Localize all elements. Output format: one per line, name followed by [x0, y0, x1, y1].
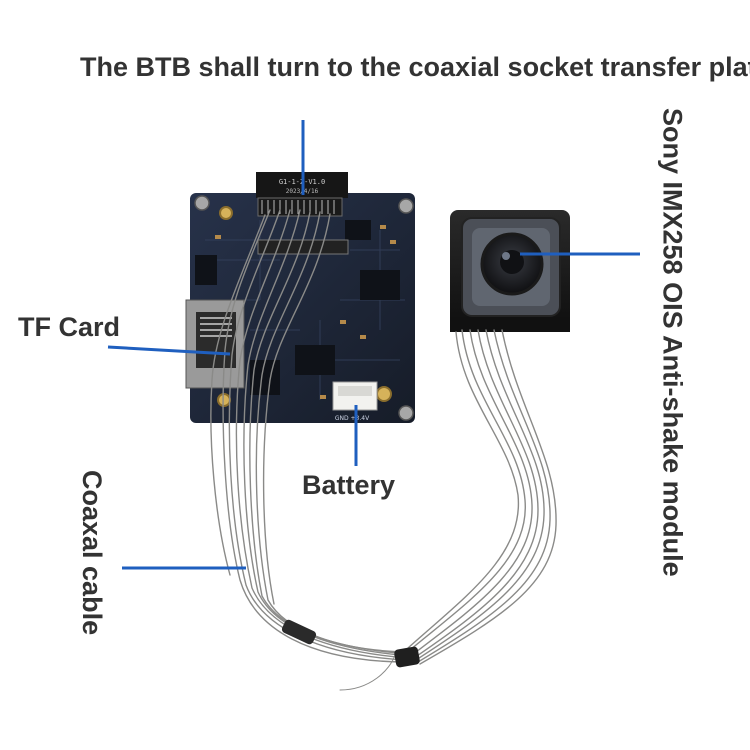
battery-pad-silkscreen: GND +3.4V [335, 415, 370, 422]
battery-annotation: Battery [302, 470, 396, 500]
tf-card-annotation: TF Card [18, 312, 121, 342]
annotation-leaders [107, 120, 640, 570]
coaxial-cable-annotation: Coaxal cable [77, 470, 108, 636]
sensor-module-annotation: Sony IMX258 OIS Anti-shake module [657, 108, 688, 577]
camera-module [450, 210, 570, 332]
coaxial-cable-bundle [210, 209, 557, 691]
main-pcb-board: G1-1-Z-V1.0 2023/4/16 GND +3.4V [185, 172, 415, 423]
tf-card-slot [185, 299, 245, 389]
btb-annotation: The BTB shall turn to the coaxial socket… [80, 52, 750, 82]
